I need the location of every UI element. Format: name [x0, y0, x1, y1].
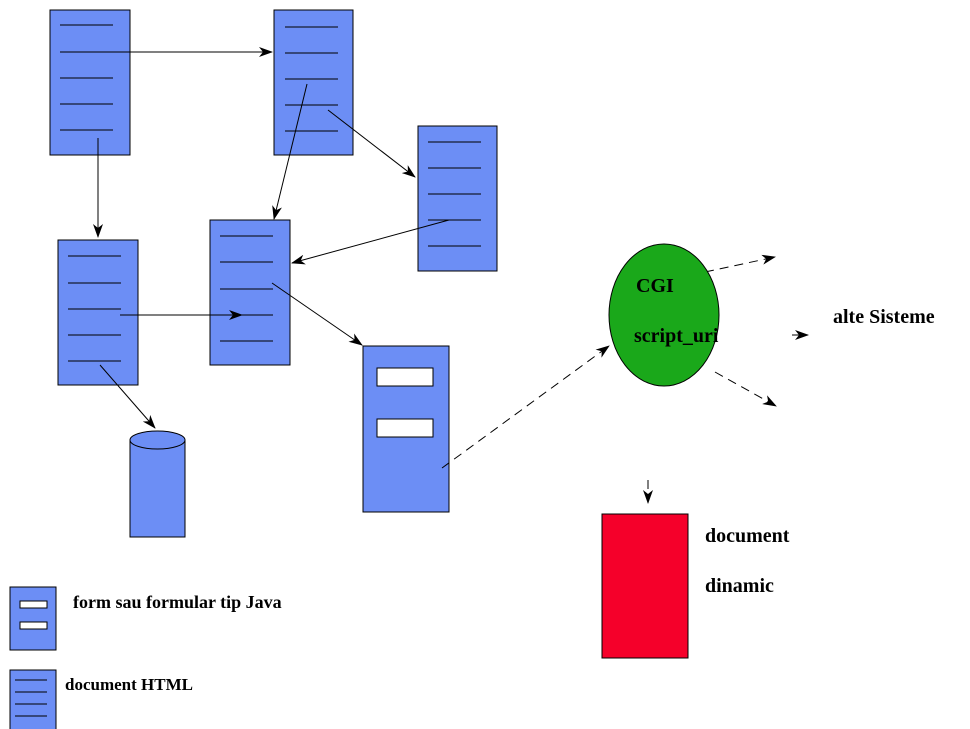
link-b-to-d [272, 83, 308, 220]
link-form-to-cgi [441, 345, 610, 469]
html-doc-b [273, 9, 354, 156]
dynamic-doc-line2: dinamic [705, 575, 774, 597]
link-e-to-database [99, 364, 156, 429]
link-b-to-c [327, 109, 416, 178]
legend-form-label: form sau formular tip Java [73, 592, 282, 612]
link-c-to-d [291, 219, 450, 265]
form-doc [362, 345, 450, 513]
cgi-subtitle: script_uri [634, 325, 719, 347]
database-cylinder [129, 430, 186, 538]
link-d-to-form [271, 282, 363, 346]
dynamic-doc-line1: document [705, 525, 790, 547]
legend-html-label: document HTML [65, 675, 193, 694]
html-doc-c [417, 125, 498, 272]
html-doc-e [57, 239, 139, 386]
link-cgi-out-bottom [714, 371, 777, 407]
link-cgi-out-top [704, 254, 776, 273]
dynamic-document [601, 513, 689, 659]
html-doc-a [49, 9, 131, 156]
legend-html-icon [9, 669, 57, 729]
legend-form-icon [9, 586, 57, 651]
cgi-title: CGI [636, 275, 674, 297]
external-systems-label: alte Sisteme [833, 306, 935, 328]
cgi-script-node: CGI script_uri [608, 243, 720, 387]
html-doc-d [209, 219, 291, 366]
